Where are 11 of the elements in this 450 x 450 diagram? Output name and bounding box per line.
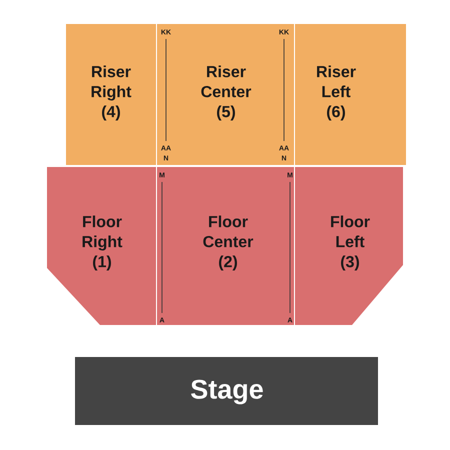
section-block: Riser Right (4) xyxy=(66,24,156,165)
node-label: Riser Right (4) xyxy=(92,66,132,120)
node-label: Floor Center (2) xyxy=(203,216,254,270)
node-label: Riser Left (6) xyxy=(317,66,356,120)
node-label: Riser Center (5) xyxy=(201,66,252,120)
stage-block: Stage xyxy=(75,357,378,425)
section-block: Riser Left (6) xyxy=(295,24,406,165)
node-label: Floor Right (1) xyxy=(82,216,122,270)
section-block: Floor Right (1) xyxy=(47,167,156,325)
section-block: Floor Left (3) xyxy=(295,167,403,325)
node-label: Floor Left (3) xyxy=(331,216,370,270)
